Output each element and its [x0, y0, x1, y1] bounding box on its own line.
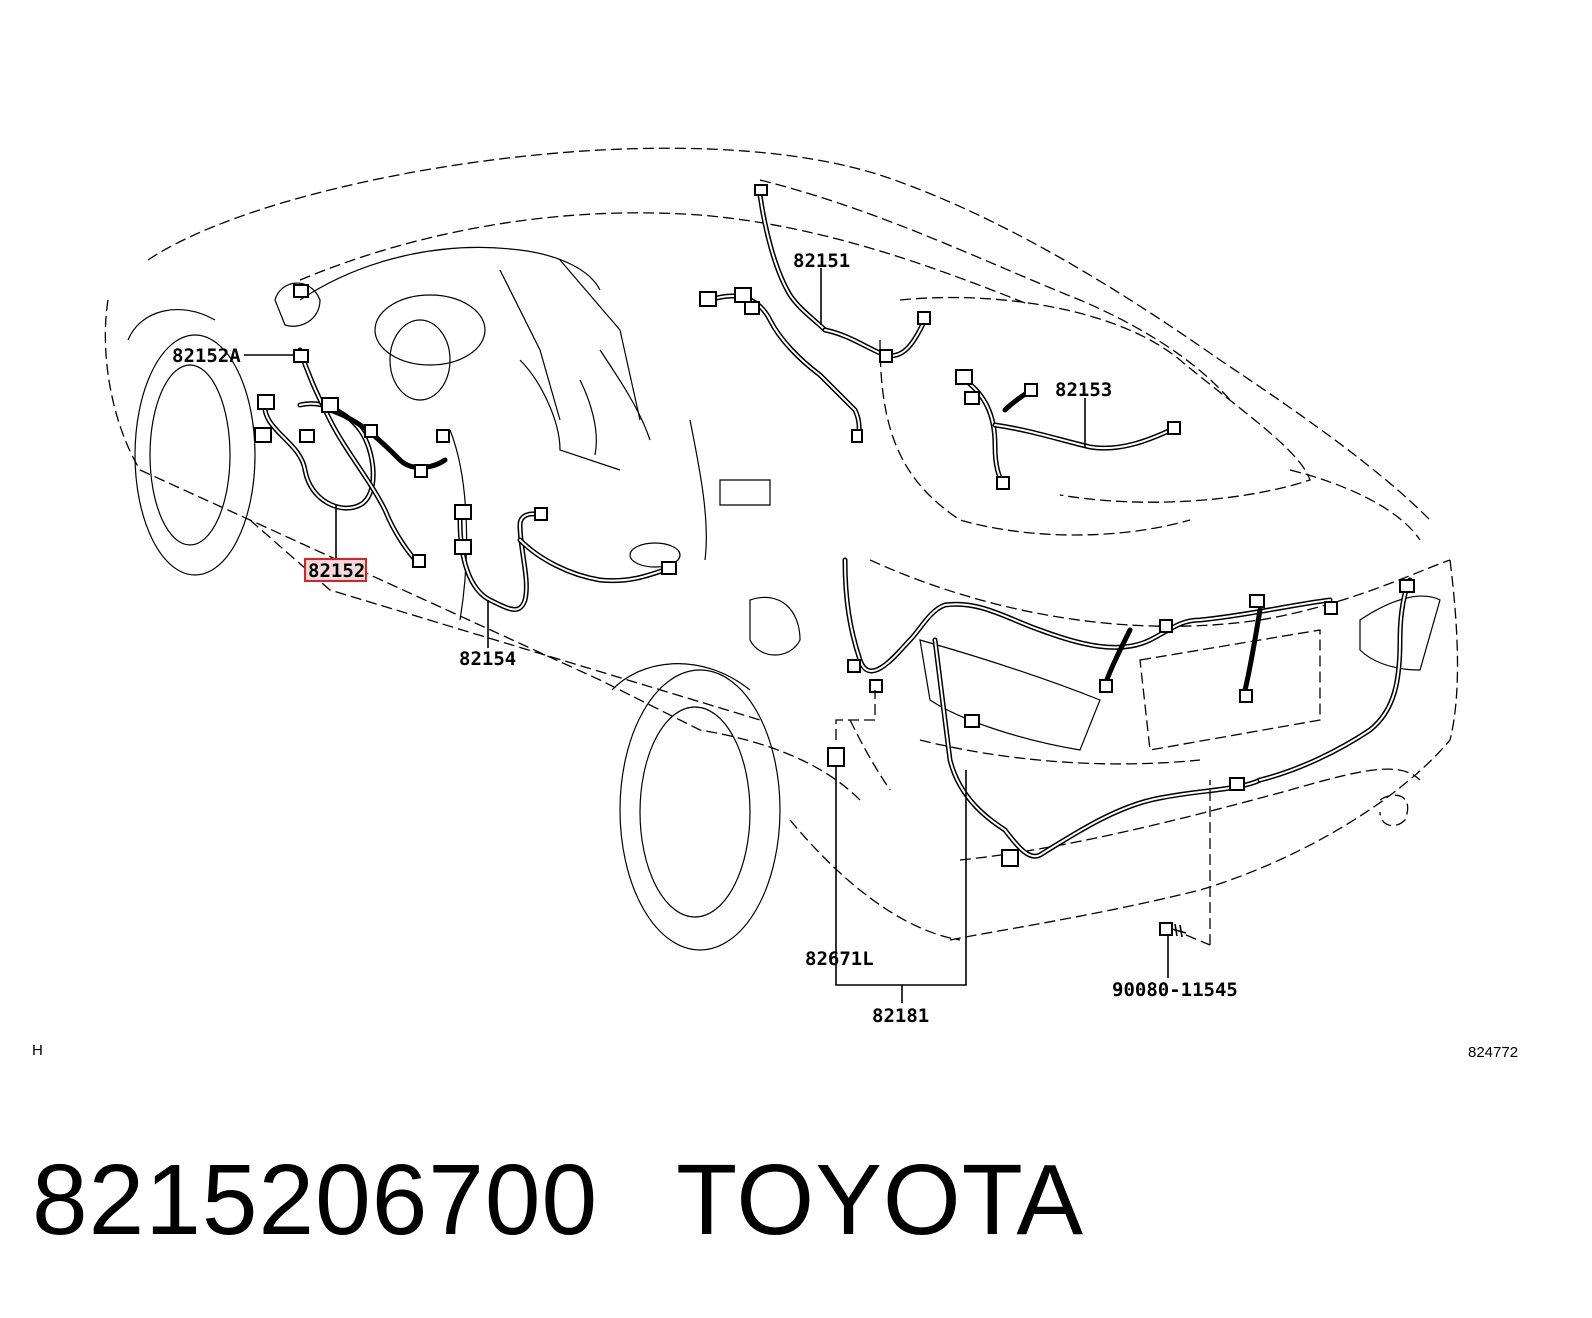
callout-labels: 82151 82152A 82153 82152 82154 82671L 82…	[172, 250, 1238, 1027]
highlight-box-82152	[304, 558, 367, 582]
part-number: 8215206700	[32, 1144, 599, 1256]
callout-90080-11545[interactable]: 90080-11545	[1112, 979, 1238, 1001]
callout-82151[interactable]: 82151	[793, 250, 850, 272]
corner-left-mark: H	[32, 1042, 43, 1059]
callout-82154[interactable]: 82154	[459, 648, 516, 670]
leader-lines	[244, 268, 1211, 1003]
callout-82152A[interactable]: 82152A	[172, 345, 241, 367]
brand-name: TOYOTA	[676, 1144, 1085, 1256]
callout-82152[interactable]: 82152	[308, 560, 365, 582]
diagram-reference-number: 824772	[1468, 1044, 1518, 1061]
car-wheels-interior	[127, 246, 1441, 951]
clip-82671L-icon	[827, 747, 845, 767]
callout-82671L[interactable]: 82671L	[805, 948, 874, 970]
car-body-outline	[104, 147, 1459, 941]
callout-82153[interactable]: 82153	[1055, 379, 1112, 401]
bolt-90080-icon	[1159, 922, 1187, 938]
callout-82181[interactable]: 82181	[872, 1005, 929, 1027]
connectors	[254, 184, 1415, 938]
